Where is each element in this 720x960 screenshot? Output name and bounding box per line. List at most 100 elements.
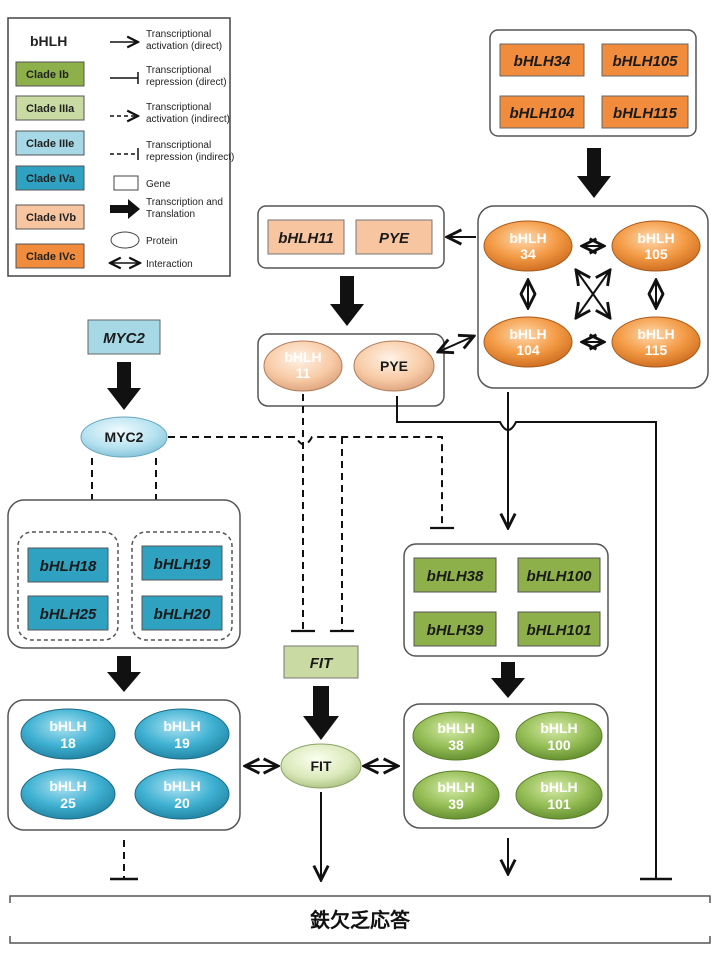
protein-myc2: [80, 416, 168, 458]
protein-bhlh101-label-top: bHLH: [540, 779, 577, 795]
protein-bhlh34-label-bottom: 34: [520, 246, 536, 262]
protein-bhlh38-label-bottom: 38: [448, 737, 464, 753]
legend-clade-iiie-label: Clade IIIe: [26, 138, 74, 150]
protein-pye: [353, 340, 435, 392]
gene-bhlh18-label: bHLH18: [40, 558, 97, 575]
tt-arrow-myc2: [107, 362, 141, 410]
protein-bhlh104-label-bottom: 104: [516, 342, 540, 358]
legend-activation-indirect-label-2: activation (indirect): [146, 114, 230, 125]
legend-clade-iiia-label: Clade IIIa: [26, 103, 75, 115]
gene-bhlh104-label: bHLH104: [509, 105, 575, 122]
gene-bhlh20: [141, 595, 223, 631]
ivb-gene-group: bHLH11 PYE: [257, 205, 445, 269]
footer-bracket-bottom: [9, 936, 711, 944]
legend-clade-iva-label: Clade IVa: [26, 173, 76, 185]
ivc-gene-group: bHLH34 bHLH105 bHLH104 bHLH115: [489, 29, 697, 137]
legend-activation-direct-label-2: activation (direct): [146, 41, 222, 52]
protein-bhlh105-label-bottom: 105: [644, 246, 668, 262]
protein-bhlh115-label-bottom: 115: [645, 342, 668, 358]
gene-bhlh115: [601, 95, 689, 129]
protein-bhlh39: [412, 770, 500, 820]
protein-bhlh38: [412, 711, 500, 761]
gene-myc2-label: MYC2: [103, 330, 145, 347]
gene-bhlh105: [601, 43, 689, 77]
protein-bhlh100-label-bottom: 100: [547, 737, 571, 753]
legend-activation-indirect-label-1: Transcriptional: [146, 102, 211, 113]
gene-bhlh39-label: bHLH39: [427, 622, 484, 639]
protein-bhlh115: [611, 316, 701, 368]
tt-arrow-ib: [491, 662, 525, 698]
legend-protein-label: Protein: [146, 236, 178, 247]
protein-bhlh34: [483, 220, 573, 272]
interaction-pye-ivc: [438, 336, 474, 352]
protein-bhlh104-label-top: bHLH: [509, 326, 546, 342]
iva-protein-group: bHLH 18 bHLH 19 bHLH 25 bHLH 20: [7, 699, 241, 831]
gene-myc2: [87, 319, 161, 355]
protein-bhlh25-label-bottom: 25: [60, 795, 76, 811]
tt-arrow-iva: [107, 656, 141, 692]
protein-fit: [280, 743, 362, 789]
protein-bhlh11-label-top: bHLH: [284, 349, 321, 365]
protein-bhlh19: [134, 708, 230, 760]
legend-repression-indirect-label-1: Transcriptional: [146, 140, 211, 151]
pye-repression-line: [396, 396, 657, 878]
gene-bhlh34-label: bHLH34: [514, 53, 571, 70]
gene-bhlh11-label: bHLH11: [278, 230, 334, 247]
legend-clade-ib-swatch: [15, 61, 85, 87]
gene-bhlh19-label: bHLH19: [154, 556, 211, 573]
protein-bhlh18: [20, 708, 116, 760]
gene-bhlh18: [27, 547, 109, 583]
gene-bhlh100: [517, 557, 601, 593]
protein-bhlh25-label-top: bHLH: [49, 778, 86, 794]
protein-bhlh19-label-top: bHLH: [163, 718, 200, 734]
legend-title: bHLH: [30, 33, 67, 49]
protein-bhlh100: [515, 711, 603, 761]
legend-transcription-translation-label-1: Transcription and: [146, 197, 223, 208]
gene-bhlh25: [27, 595, 109, 631]
gene-bhlh101-label: bHLH101: [526, 622, 591, 639]
gene-bhlh20-label: bHLH20: [154, 606, 211, 623]
legend-repression-direct-label-2: repression (direct): [146, 77, 227, 88]
protein-bhlh18-label-bottom: 18: [60, 735, 76, 751]
gene-bhlh101: [517, 611, 601, 647]
protein-bhlh19-label-bottom: 19: [174, 735, 190, 751]
legend-clade-iva-swatch: [15, 165, 85, 191]
protein-bhlh20-label-top: bHLH: [163, 778, 200, 794]
protein-bhlh18-label-top: bHLH: [49, 718, 86, 734]
tt-arrow-fit: [303, 686, 339, 740]
iva-right-dashed-frame: [131, 531, 233, 641]
iva-left-dashed-frame: [17, 531, 119, 641]
protein-bhlh101: [515, 770, 603, 820]
protein-bhlh11-label-bottom: 11: [296, 365, 311, 381]
footer-bracket-top: [9, 895, 711, 903]
gene-bhlh38: [413, 557, 497, 593]
legend-clade-ivc-label: Clade IVc: [26, 251, 76, 263]
legend-clade-ivb-swatch: [15, 204, 85, 230]
gene-bhlh104: [499, 95, 585, 129]
legend-clade-ivc-swatch: [15, 243, 85, 269]
legend-interaction-label: Interaction: [146, 259, 193, 270]
ivc-protein-group: bHLH 34 bHLH 105 bHLH 104 bHLH 115: [477, 205, 709, 389]
legend-transcription-translation-symbol: [110, 199, 140, 219]
protein-bhlh104: [483, 316, 573, 368]
protein-bhlh11: [263, 340, 343, 392]
gene-bhlh34: [499, 43, 585, 77]
myc2-indirect-line: [168, 436, 443, 527]
iron-deficiency-response: 鉄欠乏応答: [9, 895, 711, 944]
protein-pye-label: PYE: [380, 358, 408, 374]
gene-bhlh105-label: bHLH105: [612, 53, 678, 70]
ib-gene-group: bHLH38 bHLH100 bHLH39 bHLH101: [403, 543, 609, 657]
gene-bhlh115-label: bHLH115: [613, 105, 678, 122]
gene-bhlh11: [267, 219, 345, 255]
legend-transcription-translation-label-2: Translation: [146, 209, 195, 220]
legend-clade-iiie-swatch: [15, 130, 85, 156]
gene-pye: [355, 219, 433, 255]
legend-activation-direct-label-1: Transcriptional: [146, 29, 211, 40]
legend-repression-direct-label-1: Transcriptional: [146, 65, 211, 76]
protein-bhlh105-label-top: bHLH: [637, 230, 674, 246]
legend-clade-ib-label: Clade Ib: [26, 69, 69, 81]
footer-label: 鉄欠乏応答: [310, 908, 411, 932]
protein-bhlh20: [134, 768, 230, 820]
protein-bhlh101-label-bottom: 101: [547, 796, 571, 812]
